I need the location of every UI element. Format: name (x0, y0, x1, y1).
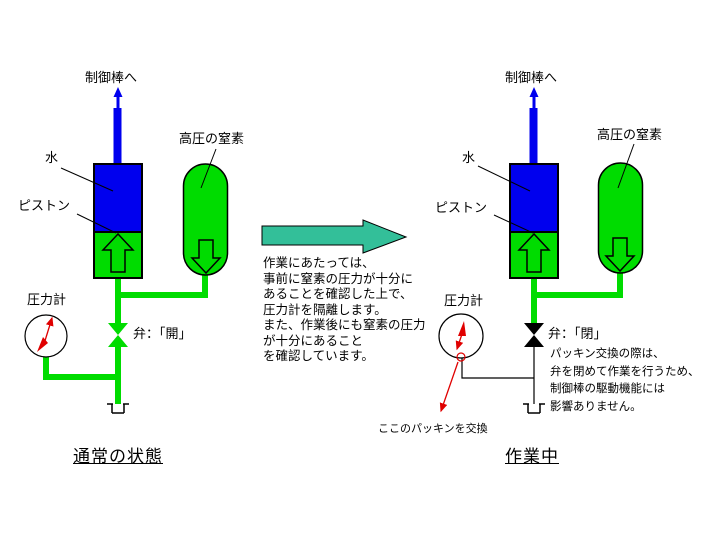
right-water-leader (477, 165, 531, 192)
right-piston-leader (493, 214, 534, 234)
left-cylinder-water (93, 163, 143, 233)
left-down-arrow (190, 239, 222, 275)
center-note-line: あることを確認した上で、 (263, 287, 413, 301)
right-title: 作業中 (505, 447, 559, 466)
right-up-arrow (517, 232, 551, 273)
left-piston-label: ピストン (18, 198, 71, 213)
right-assembly (438, 87, 644, 414)
right-note-text: パッキン交換の際は、 弁を閉めて作業を行うため、 制御棒の駆動機能には 影響あり… (550, 346, 700, 416)
left-piston-leader (76, 213, 117, 234)
center-note-line: 事前に窒素の圧力が十分に (263, 271, 414, 286)
left-nitrogen-tank (182, 163, 229, 276)
left-nitrogen-leader (200, 148, 217, 189)
left-title: 通常の状態 (73, 447, 163, 466)
right-note-line: 制御棒の駆動機能には (550, 383, 665, 395)
right-packing-circle (456, 352, 466, 362)
right-nitrogen-tank (597, 162, 644, 274)
center-note-text: 作業にあたっては、 事前に窒素の圧力が十分に あることを確認した上で、 圧力計を… (263, 256, 426, 365)
right-nitrogen-leader (617, 143, 635, 189)
right-cylinder-nitrogen (509, 231, 559, 279)
right-note-line: 影響ありません。 (550, 400, 642, 413)
left-valve-open (108, 323, 128, 347)
left-up-arrow (101, 232, 135, 273)
right-piston-label: ピストン (435, 200, 488, 215)
right-isolated-pipes (461, 347, 535, 404)
right-note-line: 弁を閉めて作業を行うため、 (550, 365, 700, 378)
right-drain-bracket (523, 403, 545, 414)
right-down-arrow (604, 237, 636, 273)
right-piston-rod (529, 108, 538, 165)
right-valve-label: 弁：「閉」 (548, 326, 607, 341)
right-pipes (531, 273, 623, 324)
left-assembly (24, 87, 229, 414)
center-note-line: 作業にあたっては、 (263, 256, 375, 270)
left-gauge-needle (37, 316, 54, 352)
right-cylinder-water (509, 163, 559, 233)
center-note-line: を確認しています。 (263, 349, 374, 363)
right-gauge-label: 圧力計 (444, 293, 484, 308)
left-drain-bracket (107, 403, 129, 414)
center-note-line: また、作業後にも窒素の圧力 (263, 318, 426, 332)
right-water-label: 水 (462, 150, 476, 165)
transition-arrow (261, 219, 408, 254)
left-rod-arrow (113, 87, 123, 110)
right-valve-closed (524, 323, 544, 347)
right-packing-pointer-label: ここのパッキンを交換 (378, 423, 488, 435)
right-nitrogen-label: 高圧の窒素 (597, 127, 663, 142)
left-control-rod-label: 制御棒へ (85, 70, 138, 85)
left-cylinder-nitrogen (93, 231, 143, 279)
right-control-rod-label: 制御棒へ (505, 70, 558, 85)
right-red-pointer-arrow (439, 333, 466, 413)
left-water-leader (60, 167, 114, 192)
right-note-line: パッキン交換の際は、 (550, 348, 665, 360)
left-gauge-label: 圧力計 (27, 292, 67, 307)
left-water-label: 水 (45, 150, 59, 165)
left-piston-rod (113, 108, 122, 165)
right-gauge-needle (458, 321, 466, 336)
center-note-line: 圧力計を隔離します。 (263, 302, 387, 317)
left-valve-label: 弁：「開」 (133, 326, 192, 341)
right-rod-arrow (529, 87, 539, 110)
left-pipes (43, 275, 208, 404)
center-note-line: が十分にあること (263, 333, 364, 348)
left-nitrogen-label: 高圧の窒素 (179, 131, 245, 146)
